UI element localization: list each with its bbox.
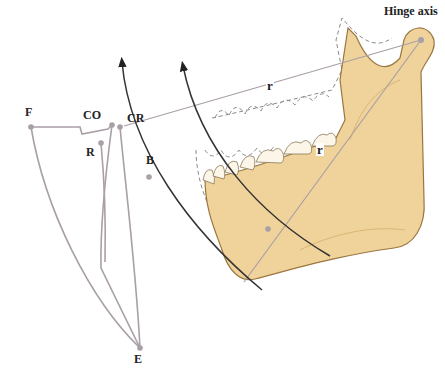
- opening-arc: [122, 62, 330, 290]
- point-label: F: [25, 106, 32, 118]
- radius-line: [124, 40, 421, 282]
- hinge-axis-label: Hinge axis: [384, 5, 438, 17]
- point-label: R: [86, 146, 95, 158]
- bone-shading: [350, 80, 400, 140]
- mandible-bone: [205, 28, 434, 280]
- radius-label: r: [316, 143, 324, 156]
- point-label: CR: [127, 112, 144, 124]
- point-dots: [28, 37, 424, 351]
- point-label: CO: [83, 109, 101, 121]
- point-label: E: [134, 353, 142, 365]
- radius-label: r: [266, 79, 274, 92]
- border-movement-envelope: [31, 125, 140, 348]
- point-label: B: [146, 154, 154, 166]
